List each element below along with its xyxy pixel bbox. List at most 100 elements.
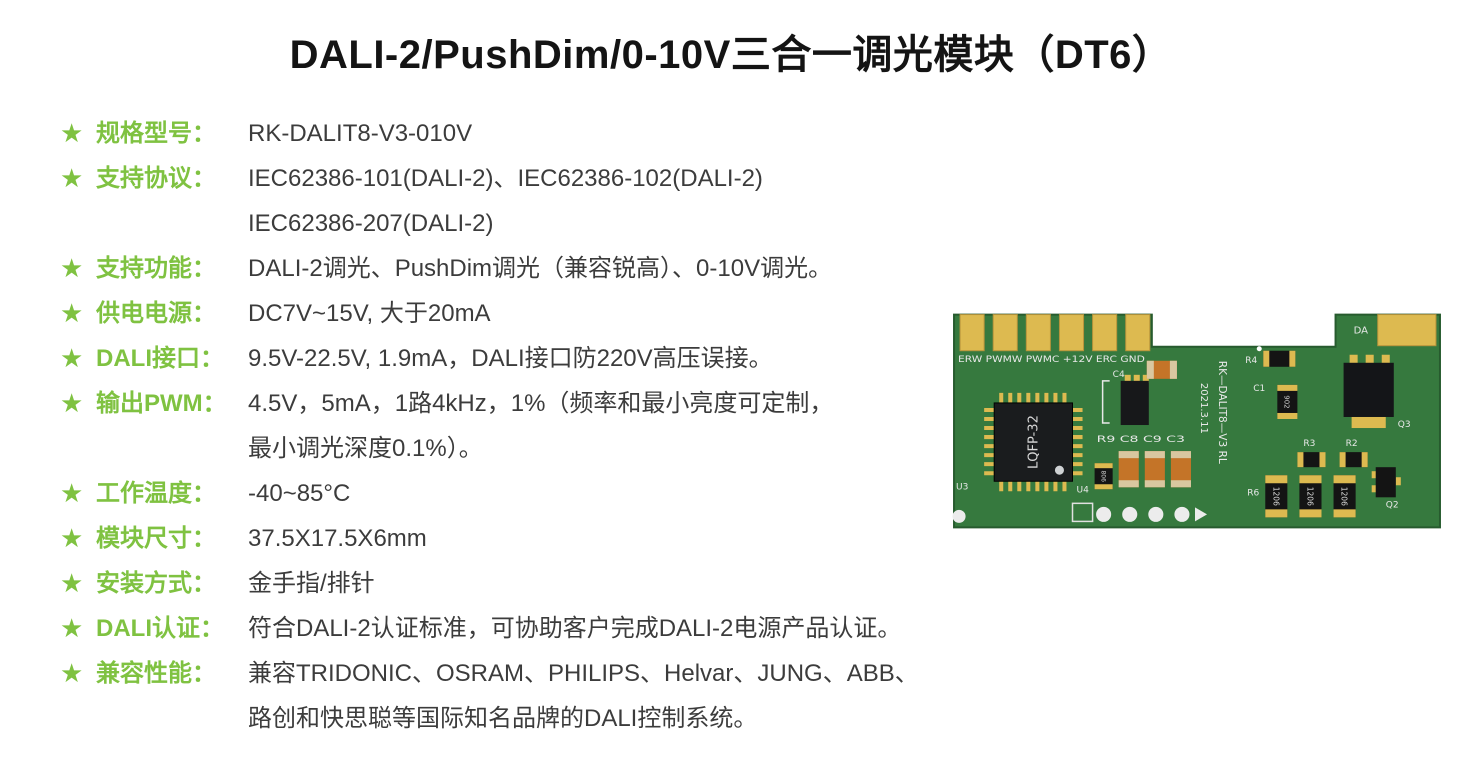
transistor-component xyxy=(1120,374,1149,426)
spec-value: -40~85°C xyxy=(248,471,350,516)
spec-row-functions: ★ 支持功能： DALI-2调光、PushDim调光（兼容锐高）、0-10V调光… xyxy=(60,246,940,291)
spec-row-dimensions: ★ 模块尺寸： 37.5X17.5X6mm xyxy=(60,516,940,561)
spec-value-line: DC7V~15V, 大于20mA xyxy=(248,300,491,327)
pcb-c4-label: C4 xyxy=(1113,370,1125,380)
pcb-u3-label: U3 xyxy=(956,482,969,492)
spec-value-line: -40~85°C xyxy=(248,480,351,507)
pcb-da-label: DA xyxy=(1354,326,1369,337)
spec-value: DALI-2调光、PushDim调光（兼容锐高）、0-10V调光。 xyxy=(248,246,832,291)
component-marking: 1206 xyxy=(1305,487,1314,506)
pcb-r6-label: R6 xyxy=(1247,488,1259,498)
q2-transistor xyxy=(1371,467,1401,498)
star-icon: ★ xyxy=(60,388,84,418)
r2-resistor xyxy=(1339,452,1368,468)
spec-value: IEC62386-101(DALI-2)、IEC62386-102(DALI-2… xyxy=(248,156,763,246)
spec-row-pwm-output: ★ 输出PWM： 4.5V，5mA，1路4kHz，1%（频率和最小亮度可定制， … xyxy=(60,381,940,471)
spec-label: 规格型号： xyxy=(96,120,216,147)
small-black-component: 806 xyxy=(1094,463,1113,490)
star-icon: ★ xyxy=(60,523,84,553)
orange-capacitor-row xyxy=(1118,451,1191,488)
page-title: DALI-2/PushDim/0-10V三合一调光模块（DT6） xyxy=(289,33,1173,77)
pcb-pin-labels: ERW PWMW PWMC +12V ERC GND xyxy=(958,355,1145,365)
pcb-model-marking: RK—DALIT8—V3 RL xyxy=(1216,361,1228,464)
spec-label: 输出PWM： xyxy=(96,390,227,417)
q3-transistor xyxy=(1343,354,1394,429)
spec-value-line: 路创和快思聪等国际知名品牌的DALI控制系统。 xyxy=(248,705,758,732)
pcb-graphic: DA ERW PWMW PWMC +12V ERC GND C4 LQFP-32 xyxy=(952,313,1441,529)
pcb-r4-label: R4 xyxy=(1245,356,1257,366)
silkscreen-bracket xyxy=(1101,380,1110,424)
spec-value: RK-DALIT8-V3-010V xyxy=(248,111,472,156)
spec-value-line: 4.5V，5mA，1路4kHz，1%（频率和最小亮度可定制， xyxy=(248,390,834,417)
c1-component: 902 xyxy=(1277,384,1298,419)
r3-resistor xyxy=(1297,452,1326,468)
spec-row-certification: ★ DALI认证： 符合DALI-2认证标准，可协助客户完成DALI-2电源产品… xyxy=(60,606,940,651)
pcb-r3-label: R3 xyxy=(1303,439,1315,449)
component-marking: 902 xyxy=(1282,395,1291,408)
pcb-q3-label: Q3 xyxy=(1398,420,1411,430)
silkscreen-box xyxy=(1071,502,1094,523)
mounting-holes xyxy=(952,506,1190,523)
spec-value-line: RK-DALIT8-V3-010V xyxy=(248,120,473,147)
spec-value: 符合DALI-2认证标准，可协助客户完成DALI-2电源产品认证。 xyxy=(248,606,901,651)
component-marking: 1206 xyxy=(1271,487,1280,506)
pcb-date-marking: 2021.3.11 xyxy=(1198,383,1209,434)
star-icon: ★ xyxy=(60,613,84,643)
star-icon: ★ xyxy=(60,163,84,193)
spec-label: 兼容性能： xyxy=(96,660,216,687)
spec-value-line: 金手指/排针 xyxy=(248,570,375,597)
silkscreen-triangle xyxy=(1194,507,1208,522)
star-icon: ★ xyxy=(60,253,84,283)
star-icon: ★ xyxy=(60,568,84,598)
gold-fingers xyxy=(959,314,1437,352)
spec-value-line: 9.5V-22.5V, 1.9mA，DALI接口防220V高压误接。 xyxy=(248,345,773,372)
star-icon: ★ xyxy=(60,298,84,328)
star-icon: ★ xyxy=(60,118,84,148)
pcb-product-photo: DA ERW PWMW PWMC +12V ERC GND C4 LQFP-32 xyxy=(946,304,1448,536)
pcb-r9-row-label: R9 C8 C9 C3 xyxy=(1097,435,1185,445)
spec-value: 9.5V-22.5V, 1.9mA，DALI接口防220V高压误接。 xyxy=(248,336,773,381)
resistor-1206-bank: 1206 1206 1206 xyxy=(1265,475,1356,518)
pcb-u4-label: U4 xyxy=(1077,485,1090,495)
component-marking: 1206 xyxy=(1340,487,1349,506)
spec-value-line: 最小调光深度0.1%）。 xyxy=(248,435,483,462)
spec-value-line: 37.5X17.5X6mm xyxy=(248,525,427,552)
spec-value: 4.5V，5mA，1路4kHz，1%（频率和最小亮度可定制， 最小调光深度0.1… xyxy=(248,381,833,471)
spec-label: DALI认证： xyxy=(96,615,224,642)
spec-label: 安装方式： xyxy=(96,570,216,597)
qfp32-chip: LQFP-32 xyxy=(984,392,1083,492)
spec-label: 支持功能： xyxy=(96,255,216,282)
component-marking: 806 xyxy=(1100,470,1107,482)
spec-value-line: DALI-2调光、PushDim调光（兼容锐高）、0-10V调光。 xyxy=(248,255,833,282)
pcb-c1-label: C1 xyxy=(1253,384,1265,394)
spec-row-power: ★ 供电电源： DC7V~15V, 大于20mA xyxy=(60,291,940,336)
spec-label: 供电电源： xyxy=(96,300,216,327)
spec-label: DALI接口： xyxy=(96,345,224,372)
spec-row-temperature: ★ 工作温度： -40~85°C xyxy=(60,471,940,516)
r4-resistor xyxy=(1256,346,1296,367)
orange-capacitor xyxy=(1146,360,1177,379)
star-icon: ★ xyxy=(60,478,84,508)
spec-label: 模块尺寸： xyxy=(96,525,216,552)
spec-list: ★ 规格型号： RK-DALIT8-V3-010V ★ 支持协议： IEC623… xyxy=(60,111,940,741)
star-icon: ★ xyxy=(60,343,84,373)
spec-value: 兼容TRIDONIC、OSRAM、PHILIPS、Helvar、JUNG、ABB… xyxy=(248,651,919,741)
spec-label: 工作温度： xyxy=(96,480,216,507)
spec-label: 支持协议： xyxy=(96,165,216,192)
spec-row-compatibility: ★ 兼容性能： 兼容TRIDONIC、OSRAM、PHILIPS、Helvar、… xyxy=(60,651,940,741)
spec-value: 金手指/排针 xyxy=(248,561,375,606)
chip-marking: LQFP-32 xyxy=(1026,415,1041,469)
pcb-r2-label: R2 xyxy=(1346,439,1358,449)
spec-value-line: 符合DALI-2认证标准，可协助客户完成DALI-2电源产品认证。 xyxy=(248,615,902,642)
spec-value: 37.5X17.5X6mm xyxy=(248,516,427,561)
spec-value: DC7V~15V, 大于20mA xyxy=(248,291,491,336)
spec-value-line: IEC62386-101(DALI-2)、IEC62386-102(DALI-2… xyxy=(248,165,763,192)
spec-row-model: ★ 规格型号： RK-DALIT8-V3-010V xyxy=(60,111,940,156)
star-icon: ★ xyxy=(60,658,84,688)
spec-row-mounting: ★ 安装方式： 金手指/排针 xyxy=(60,561,940,606)
spec-row-protocol: ★ 支持协议： IEC62386-101(DALI-2)、IEC62386-10… xyxy=(60,156,940,246)
spec-value-line: 兼容TRIDONIC、OSRAM、PHILIPS、Helvar、JUNG、ABB… xyxy=(248,660,919,687)
pcb-q2-label: Q2 xyxy=(1386,500,1399,510)
spec-row-dali-port: ★ DALI接口： 9.5V-22.5V, 1.9mA，DALI接口防220V高… xyxy=(60,336,940,381)
spec-value-line: IEC62386-207(DALI-2) xyxy=(248,210,494,237)
